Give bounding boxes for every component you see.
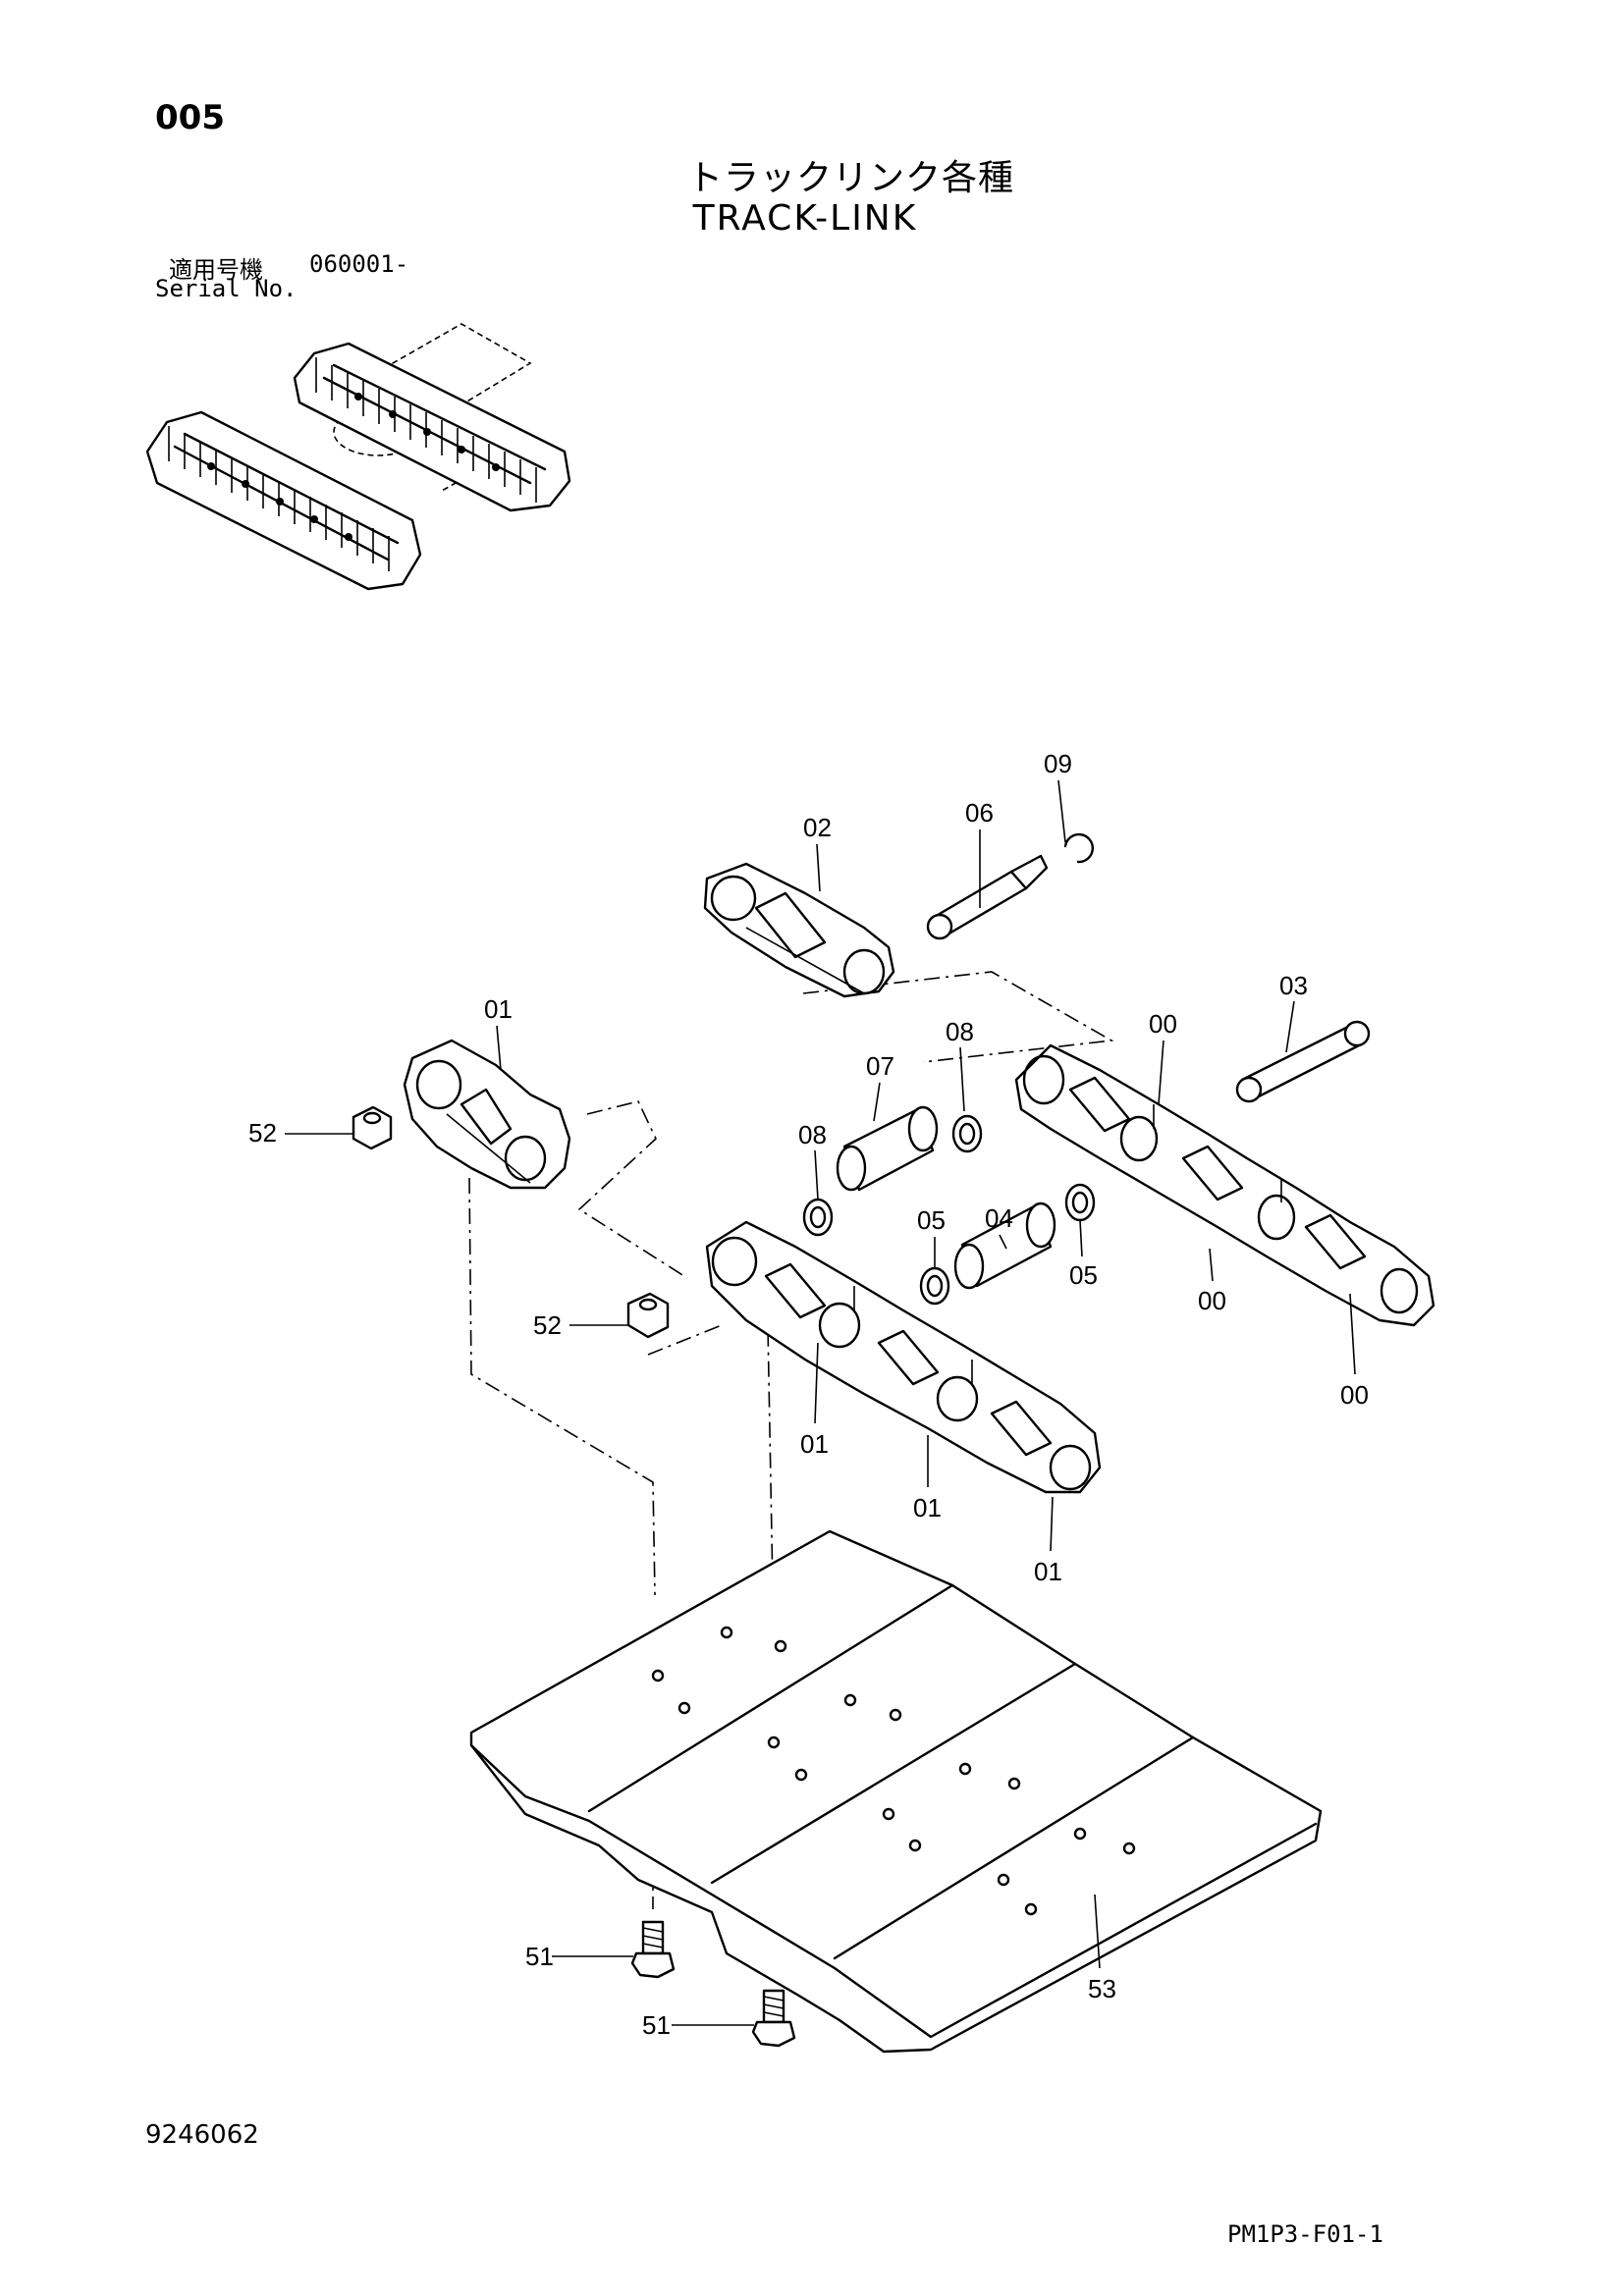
callout-52-lower: 52 xyxy=(533,1310,562,1340)
callout-01-chain-b: 01 xyxy=(913,1493,942,1522)
serial-number-range: 060001- xyxy=(309,250,409,278)
callout-04: 04 xyxy=(985,1203,1013,1233)
seal-05-right xyxy=(1064,1183,1096,1222)
sheet-code: PM1P3-F01-1 xyxy=(1227,2220,1383,2248)
document-number: 9246062 xyxy=(145,2120,259,2150)
track-link-chain-00 xyxy=(1014,1043,1435,1327)
serial-label-japanese: 適用号機 xyxy=(169,256,263,284)
master-pin-06 xyxy=(926,854,1049,940)
callout-02: 02 xyxy=(803,813,832,842)
callout-51-right: 51 xyxy=(642,2010,671,2040)
callout-06: 06 xyxy=(965,798,994,828)
callout-00-top: 00 xyxy=(1149,1009,1177,1039)
callout-01-chain-c: 01 xyxy=(1034,1557,1062,1586)
seal-08-right xyxy=(951,1114,983,1153)
track-link-02 xyxy=(703,862,895,998)
track-link-01-single xyxy=(403,1039,571,1190)
shoe-nut-upper xyxy=(352,1105,393,1150)
callout-51-left: 51 xyxy=(525,1942,554,1971)
bushing-04 xyxy=(953,1201,1056,1290)
track-shoe xyxy=(469,1529,1323,2054)
title-english: TRACK-LINK xyxy=(692,198,918,239)
callout-08-right: 08 xyxy=(946,1017,974,1046)
shoe-bolt-left xyxy=(630,1920,676,1979)
bushing-07 xyxy=(836,1105,939,1192)
page-number: 005 xyxy=(155,98,225,137)
callout-52-upper: 52 xyxy=(248,1118,277,1148)
snap-ring-09 xyxy=(1063,832,1094,864)
callout-05-left: 05 xyxy=(917,1205,946,1235)
callout-08-left: 08 xyxy=(798,1120,827,1149)
shoe-bolt-right xyxy=(751,1989,796,2048)
track-link-chain-01 xyxy=(705,1220,1102,1494)
callout-53: 53 xyxy=(1088,1974,1116,2003)
callout-05-right: 05 xyxy=(1069,1260,1098,1290)
callout-00-bottom: 00 xyxy=(1340,1380,1369,1410)
callout-00-mid: 00 xyxy=(1198,1286,1226,1315)
seal-05-left xyxy=(919,1266,950,1306)
callout-09: 09 xyxy=(1044,749,1072,778)
shoe-nut-lower xyxy=(626,1292,670,1339)
undercarriage-thumbnail xyxy=(145,323,571,591)
serial-label-english: Serial No. xyxy=(155,275,298,302)
track-pin-03 xyxy=(1235,1020,1371,1103)
callout-01-chain-a: 01 xyxy=(800,1429,829,1459)
callout-01-single: 01 xyxy=(484,994,513,1024)
seal-08-left xyxy=(802,1198,834,1237)
callout-03: 03 xyxy=(1279,971,1308,1000)
callout-07: 07 xyxy=(866,1051,894,1081)
leader-lines xyxy=(285,779,1356,2026)
callout-numbers: 02 06 09 03 00 01 52 07 08 08 04 05 05 0… xyxy=(248,749,1369,2040)
